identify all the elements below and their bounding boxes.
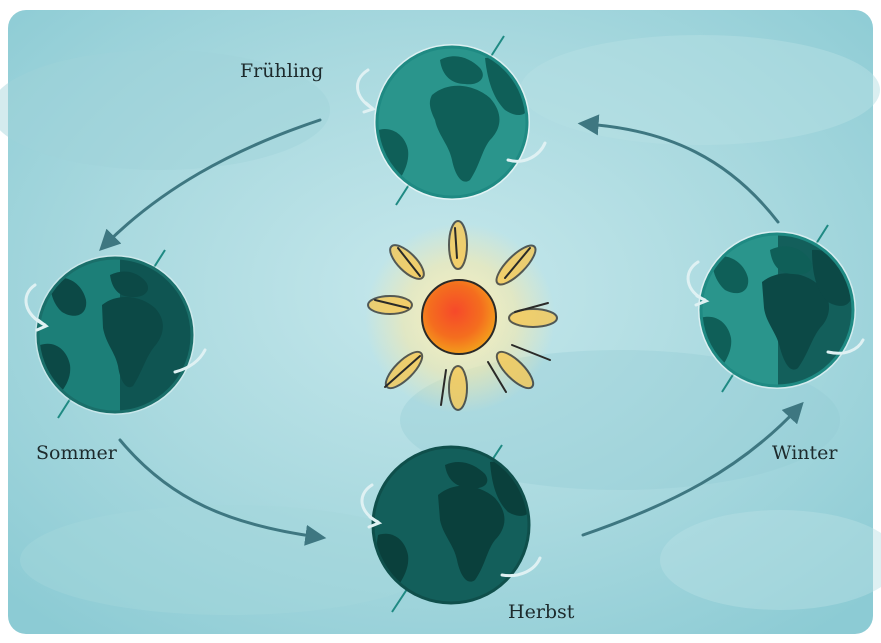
orbit-arrows [99,114,804,546]
rotation-arrow [360,483,542,578]
orbit-arrow-autumn-to-winter [581,401,804,537]
continent-europe [440,56,483,85]
earth-spring [356,35,547,206]
label-autumn: Herbst [508,601,575,623]
orbit-arrow-spring-to-summer [99,118,322,251]
sun [365,220,558,413]
label-spring: Frühling [240,60,324,82]
continent-africa [429,85,500,182]
sun-rays [367,220,558,411]
rotation-arrow [686,260,865,355]
orbit-arrow-summer-to-autumn [118,438,327,546]
earth-autumn [360,444,542,613]
label-summer: Sommer [36,442,117,464]
label-winter: Winter [772,442,838,464]
orbit-arrow-winter-to-spring [577,114,780,224]
rotation-arrow [356,68,547,163]
rotation-arrow [24,283,207,374]
sun-core [421,279,497,355]
